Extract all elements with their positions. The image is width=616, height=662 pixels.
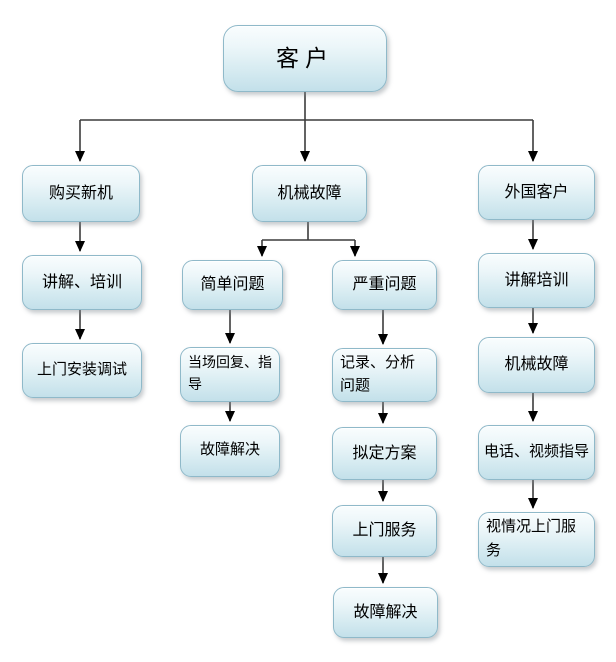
node-onspot-reply-guide: 当场回复、指导 — [180, 347, 280, 402]
node-explain-and-training: 讲解、培训 — [22, 255, 142, 310]
node-explain-training: 讲解培训 — [478, 253, 595, 308]
node-simple-problem: 简单问题 — [182, 260, 283, 310]
node-record-analyze-problem: 记录、分析问题 — [332, 348, 437, 402]
node-draft-plan: 拟定方案 — [332, 427, 437, 480]
node-serious-problem: 严重问题 — [332, 260, 437, 310]
node-fault-resolved-1: 故障解决 — [180, 425, 280, 477]
node-onsite-install-debug: 上门安装调试 — [22, 343, 142, 398]
node-onsite-service: 上门服务 — [332, 505, 437, 557]
node-onsite-as-needed: 视情况上门服务 — [478, 512, 595, 567]
node-mechanical-failure: 机械故障 — [252, 165, 367, 222]
node-phone-video-guide: 电话、视频指导 — [478, 425, 595, 480]
node-customer: 客户 — [223, 25, 387, 92]
node-buy-new-machine: 购买新机 — [22, 165, 140, 222]
node-fault-resolved-2: 故障解决 — [333, 587, 438, 638]
node-mechanical-failure-2: 机械故障 — [478, 337, 595, 393]
node-foreign-customer: 外国客户 — [478, 165, 595, 220]
connector-group — [75, 92, 538, 584]
